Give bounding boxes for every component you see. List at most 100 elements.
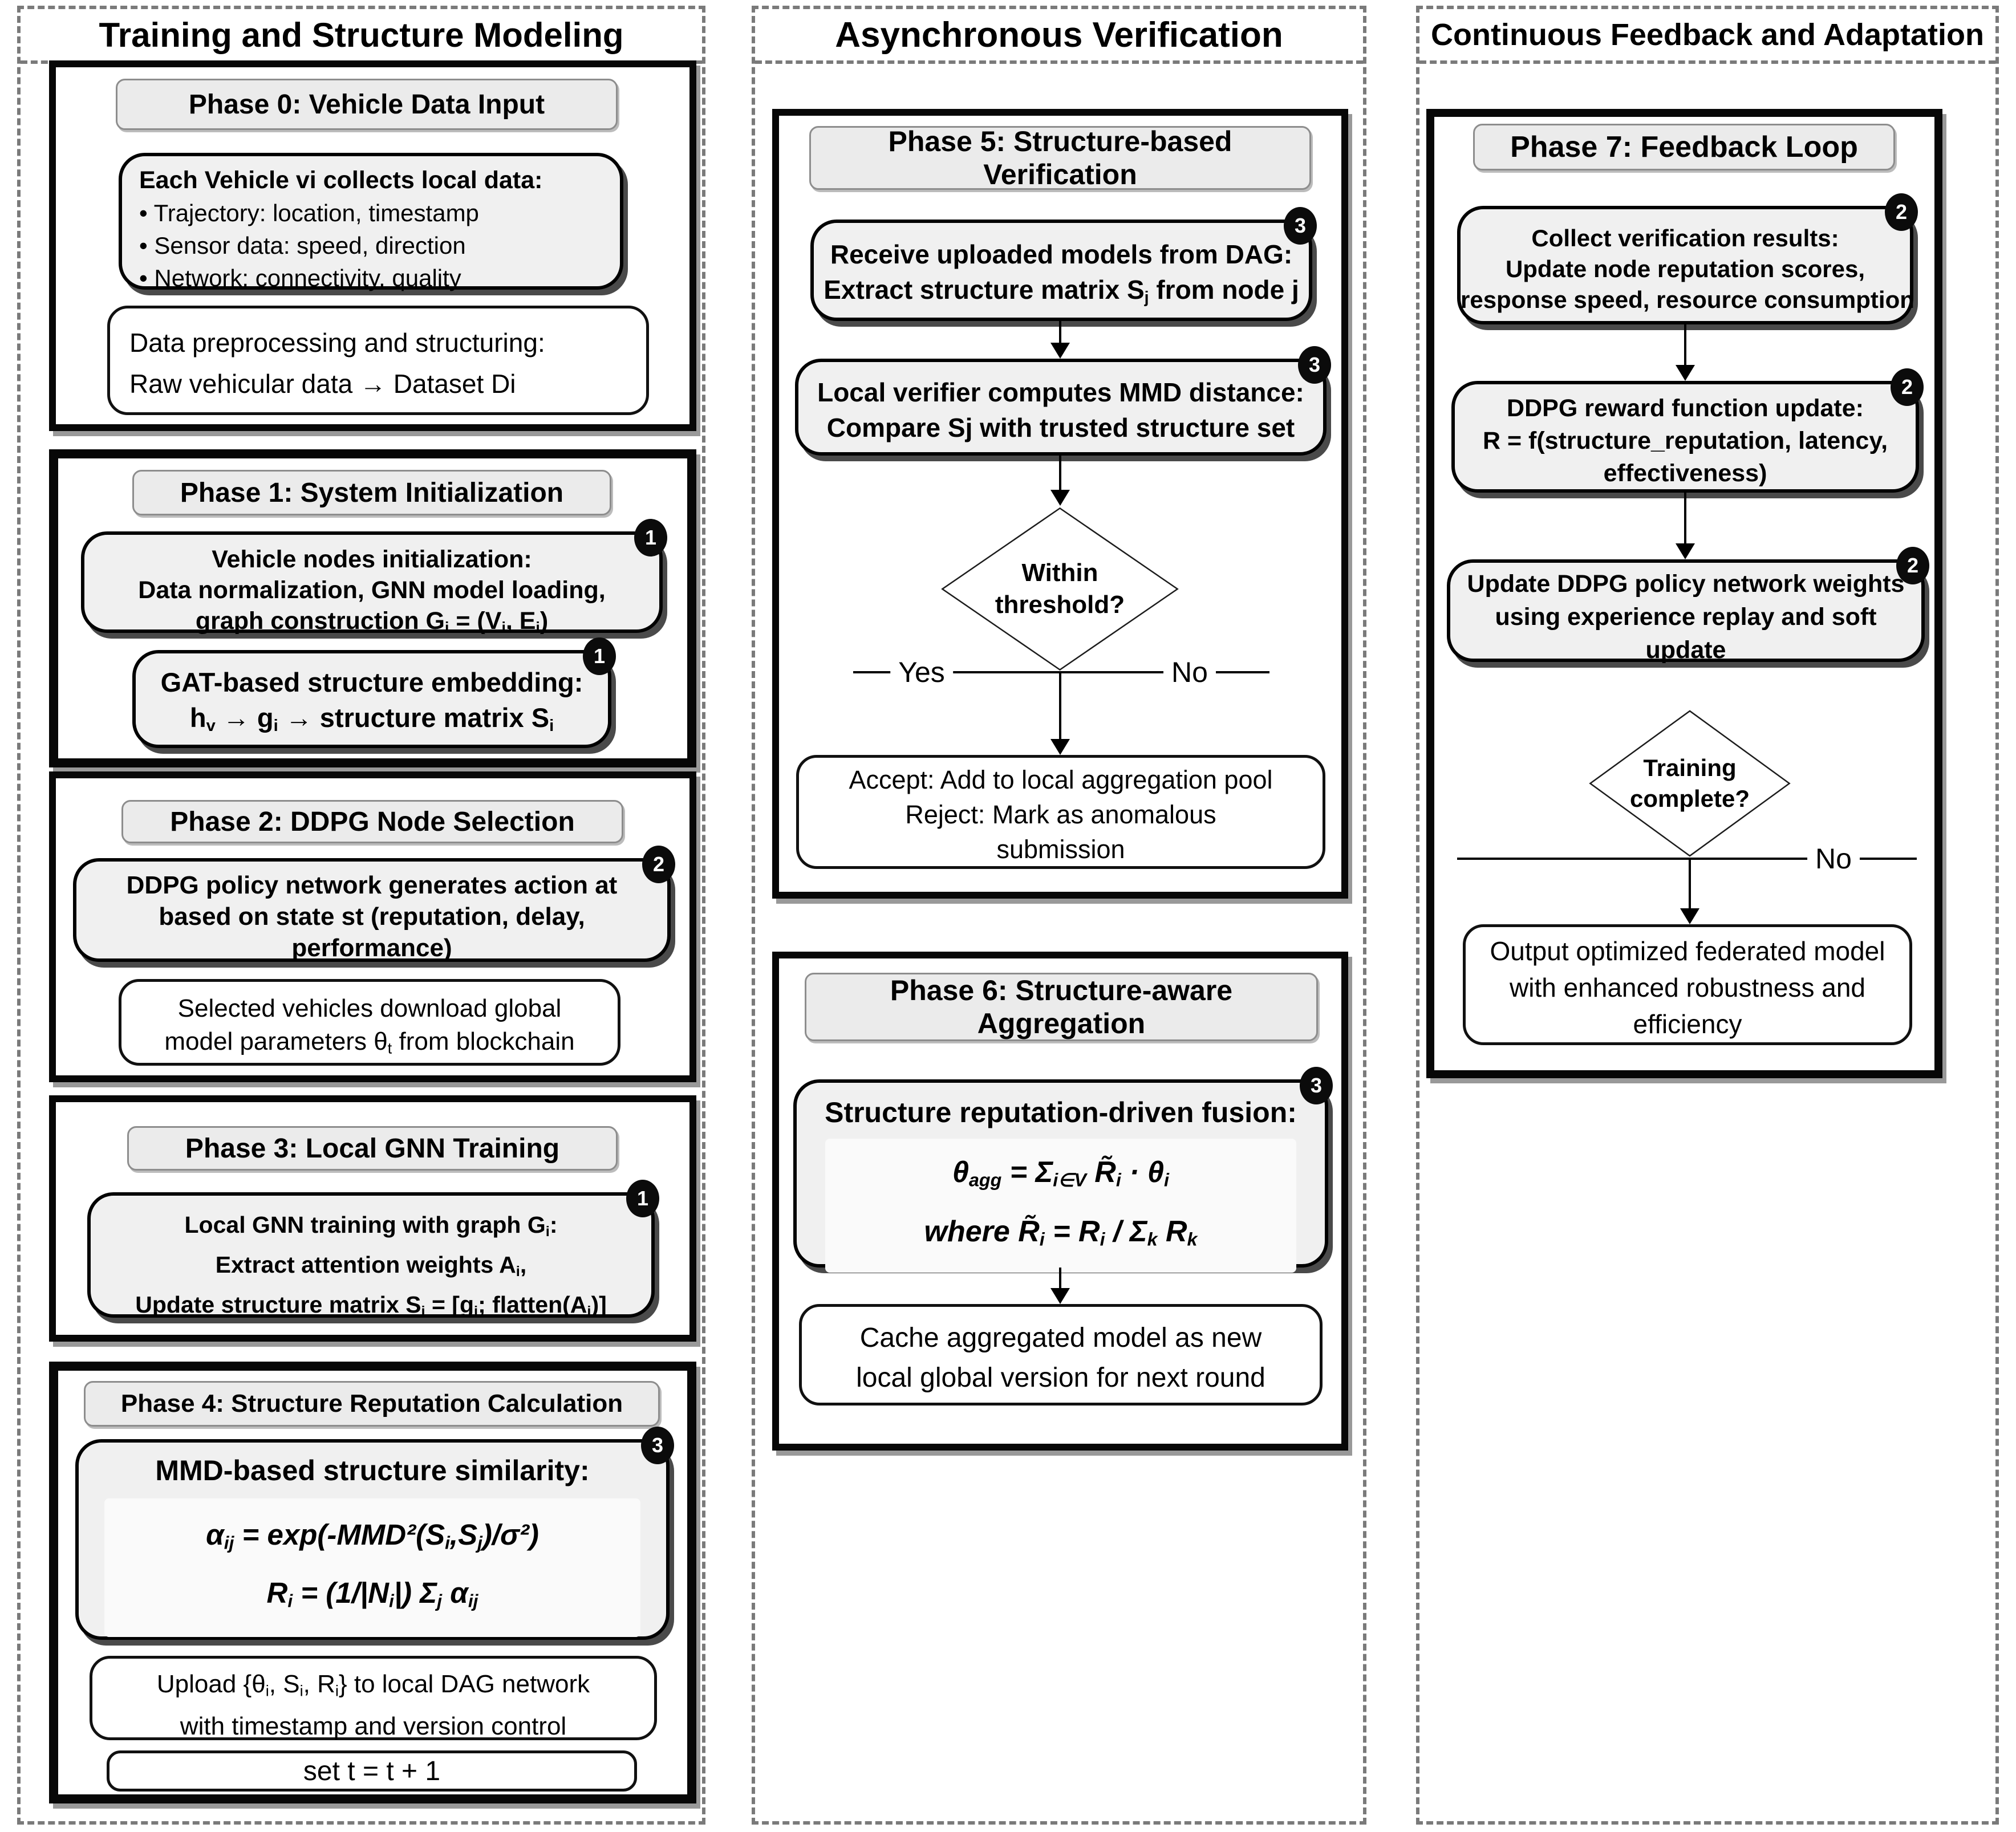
collect-bullet: • Sensor data: speed, direction [139,232,466,259]
step-badge: 1 [583,637,616,675]
step-badge: 2 [1896,547,1929,584]
arrow-down-icon [1050,672,1070,755]
collect-line: response speed, resource consumption [1461,286,1914,313]
cache-line: Cache aggregated model as new [859,1323,1262,1353]
mmd-formula-panel: αij = exp(-MMD²(Si,Sj)/σ²) Ri = (1/|Ni|)… [104,1498,640,1638]
step-badge: 3 [1300,1067,1333,1104]
arrow-down-icon [1050,456,1070,506]
mmd-title: MMD-based structure similarity: [155,1455,590,1486]
phase5-accept-box: Accept: Add to local aggregation pool Re… [796,755,1325,869]
init-line: Data normalization, GNN model loading, [138,576,606,604]
init-line: graph construction Gi = (Vi, Ei) [195,607,549,636]
phase5-header-text: Phase 5: Structure-based Verification [888,125,1232,190]
phase7-output-box: Output optimized federated model with en… [1463,924,1912,1045]
phase3-header: Phase 3: Local GNN Training [127,1126,618,1171]
update-line: update [1645,636,1726,664]
phase1-header: Phase 1: System Initialization [132,470,611,515]
diamond-line: Training [1643,754,1737,781]
phase1-gat-box: 1 GAT-based structure embedding: hv → gi… [132,637,616,748]
no-label: No [1163,656,1216,689]
step-badge: 3 [641,1427,674,1464]
phase2-download-box: Selected vehicles download global model … [119,979,620,1066]
phase2-header-text: Phase 2: DDPG Node Selection [170,806,575,837]
gat-line: hv → gi → structure matrix Si [189,702,554,735]
receive-line: Receive uploaded models from DAG: [830,239,1293,269]
phase6-header: Phase 6: Structure-aware Aggregation [805,973,1318,1041]
fusion-title: Structure reputation-driven fusion: [825,1096,1297,1128]
phase7-update-box: 2 Update DDPG policy network weights usi… [1447,547,1929,664]
phase3-train-box: 1 Local GNN training with graph Gi: Extr… [87,1180,659,1319]
fusion-formula: θagg = Σi∈V R̃i · θi [952,1156,1169,1191]
phase3-header-text: Phase 3: Local GNN Training [185,1133,560,1164]
step-badge: 1 [634,519,667,556]
train-line: Extract attention weights Ai, [215,1252,527,1280]
accept-line: Accept: Add to local aggregation pool [849,765,1273,794]
download-line: model parameters θt from blockchain [164,1027,575,1057]
phase1-group: Phase 1: System Initialization 1 Vehicle… [49,449,696,767]
phase0-group: Phase 0: Vehicle Data Input Each Vehicle… [49,60,696,431]
policy-line: performance) [291,934,452,962]
phase3-group: Phase 3: Local GNN Training 1 Local GNN … [49,1095,696,1342]
step-badge: 1 [626,1180,659,1217]
column-title-mid: Asynchronous Verification [755,9,1363,64]
column-title-right: Continuous Feedback and Adaptation [1419,9,1995,64]
phase0-header: Phase 0: Vehicle Data Input [116,79,618,130]
arrow-down-icon [1675,324,1695,381]
upload-line: with timestamp and version control [180,1712,567,1740]
no-label: No [1807,842,1860,875]
phase1-header-text: Phase 1: System Initialization [180,477,564,508]
phase2-header: Phase 2: DDPG Node Selection [121,800,623,843]
diamond-text: Within threshold? [939,506,1181,672]
phase2-group: Phase 2: DDPG Node Selection 2 DDPG poli… [49,771,696,1082]
accept-line: submission [996,835,1125,864]
cache-line: local global version for next round [856,1363,1265,1393]
phase2-policy-box: 2 DDPG policy network generates action a… [73,846,675,962]
arrow-down-icon [1680,859,1700,924]
decision-diamond-training-complete: Training complete? [1587,709,1792,858]
accept-line: Reject: Mark as anomalous [905,800,1216,829]
policy-line: DDPG policy network generates action at [126,871,618,899]
column-title-text: Training and Structure Modeling [99,15,624,54]
mmd-formula: αij = exp(-MMD²(Si,Sj)/σ²) [206,1518,539,1553]
phase6-header-text: Phase 6: Structure-aware Aggregation [890,974,1233,1039]
update-line: Update DDPG policy network weights [1467,570,1905,598]
train-line: Local GNN training with graph Gi: [184,1212,558,1240]
phase4-upload-box: Upload {θi, Si, Ri} to local DAG network… [90,1656,657,1740]
mmd-formula: Ri = (1/|Ni|) Σj αij [266,1576,478,1611]
phase7-reward-box: 2 DDPG reward function update: R = f(str… [1451,368,1924,493]
column-continuous-feedback-adaptation: Continuous Feedback and Adaptation Phase… [1416,6,1999,1825]
fusion-formula-panel: θagg = Σi∈V R̃i · θi where R̃i = Ri / Σk… [825,1139,1296,1273]
arrow-down-icon [1050,321,1070,359]
phase5-receive-box: 3 Receive uploaded models from DAG: Extr… [810,207,1317,321]
phase0-header-text: Phase 0: Vehicle Data Input [188,89,545,120]
reward-line: effectiveness) [1603,460,1767,487]
phase0-collect-box: Each Vehicle vi collects local data: • T… [119,153,623,291]
receive-line: Extract structure matrix Sj from node j [824,275,1299,307]
phase4-group: Phase 4: Structure Reputation Calculatio… [49,1362,696,1803]
reward-line: R = f(structure_reputation, latency, [1482,427,1888,454]
verify-line: Local verifier computes MMD distance: [817,377,1304,407]
column-title-text: Asynchronous Verification [835,15,1283,55]
phase6-cache-box: Cache aggregated model as new local glob… [799,1304,1323,1406]
phase0-preprocess-box: Data preprocessing and structuring: Raw … [107,306,649,415]
policy-line: based on state st (reputation, delay, [159,903,585,931]
column-training-structure-modeling: Training and Structure Modeling Phase 0:… [17,6,705,1825]
collect-bullet: • Trajectory: location, timestamp [139,200,479,226]
reward-line: DDPG reward function update: [1507,395,1864,422]
train-line: Update structure matrix Si = [gi; flatte… [135,1291,607,1320]
phase4-header-text: Phase 4: Structure Reputation Calculatio… [120,1390,623,1417]
output-line: with enhanced robustness and [1510,973,1865,1002]
phase4-header: Phase 4: Structure Reputation Calculatio… [84,1381,660,1427]
init-line: Vehicle nodes initialization: [212,546,532,573]
column-title-left: Training and Structure Modeling [21,9,702,64]
step-badge: 2 [642,846,675,883]
output-line: efficiency [1633,1009,1742,1039]
diamond-line: Within [1021,559,1098,587]
phase7-group: Phase 7: Feedback Loop 2 Collect verific… [1426,109,1942,1078]
diamond-text: Training complete? [1587,709,1792,858]
step-badge: 2 [1891,368,1924,406]
fusion-formula: where R̃i = Ri / Σk Rk [924,1214,1198,1250]
phase7-header: Phase 7: Feedback Loop [1473,124,1895,170]
phase4-sett-box: set t = t + 1 [107,1750,637,1792]
phase7-collect-box: 2 Collect verification results: Update n… [1457,193,1918,324]
